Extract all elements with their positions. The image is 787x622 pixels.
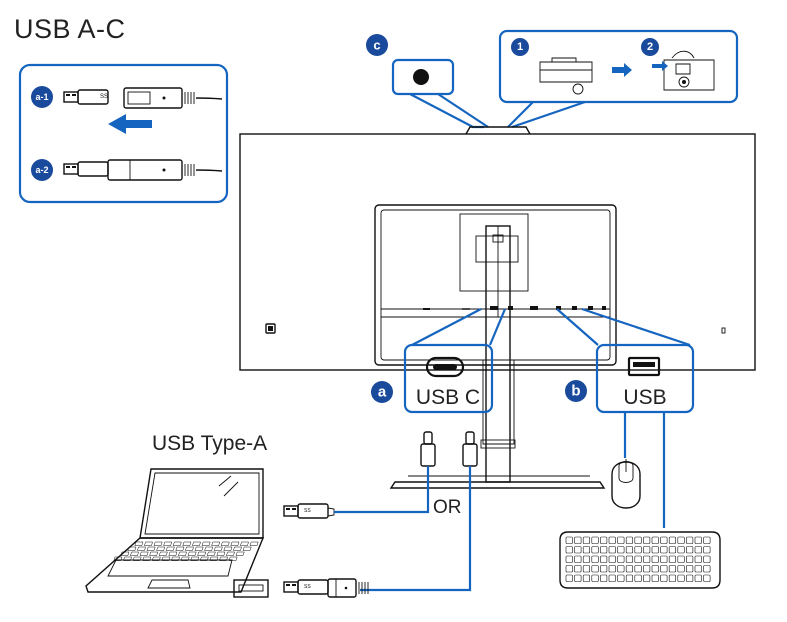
usb-a-socket-adapter: SS — [233, 578, 369, 598]
or-label: OR — [433, 497, 462, 518]
insert-arrow-icon — [108, 114, 152, 134]
webcam-steps-panel — [498, 29, 739, 104]
webcam-step2-badge-text: 2 — [647, 41, 653, 53]
step-a2-group: a-2 — [31, 159, 223, 181]
stand-base — [389, 481, 606, 489]
usb-plug-connected-icon — [63, 159, 223, 181]
usb-c-adapter-icon — [123, 87, 223, 109]
port-a-callout: a USB C — [371, 308, 507, 414]
port-b-badge-text: b — [571, 383, 580, 400]
step-a1-group: a-1 SS — [31, 86, 223, 134]
vesa-mount — [459, 213, 529, 292]
port-a-label: USB C — [416, 386, 480, 409]
step-a1-badge — [31, 86, 53, 108]
monitor-frame — [239, 133, 756, 371]
port-a-badge — [371, 381, 393, 403]
step-a1-badge-text: a-1 — [35, 92, 48, 102]
usb-a-port-icon — [627, 356, 661, 377]
webcam-step1-badge-text: 1 — [517, 41, 523, 53]
usb-c-port-icon — [425, 356, 465, 378]
webcam-open-icon — [652, 50, 715, 91]
usb-b-devices — [559, 412, 721, 589]
mouse-icon — [611, 459, 641, 509]
usb-plug-icon: SS — [63, 89, 109, 105]
port-b-label: USB — [623, 386, 666, 409]
keyboard-icon — [559, 531, 721, 589]
port-b-callout: b USB — [556, 307, 695, 414]
usb-a-plug-top-icon: SS — [283, 503, 414, 519]
page-title: USB A-C — [14, 14, 126, 44]
plug-mark: SS — [100, 94, 108, 100]
webcam-step2-badge — [641, 38, 659, 56]
rear-panel — [374, 204, 617, 366]
webcam-panel: c 1 2 — [366, 29, 739, 129]
svg-text:SS: SS — [304, 508, 311, 514]
port-b-badge — [565, 380, 587, 402]
usb-c-cables — [360, 431, 478, 592]
usb-c-callout-box — [403, 343, 494, 414]
step-a2-badge — [31, 159, 53, 181]
webcam-badge-text: c — [373, 38, 380, 53]
webcam-lens-panel — [391, 58, 455, 96]
svg-text:SS: SS — [304, 584, 311, 590]
power-led-icon — [265, 323, 276, 334]
webcam-badge — [366, 34, 388, 56]
usb-a-callout-box — [595, 343, 695, 414]
monitor — [239, 126, 756, 489]
step-a2-badge-text: a-2 — [35, 165, 48, 175]
step-arrow-icon — [612, 63, 632, 77]
webcam-housing — [465, 126, 531, 135]
webcam-step1-badge — [511, 38, 529, 56]
port-a-badge-text: a — [378, 384, 387, 401]
adapter-panel-frame — [18, 63, 229, 204]
adapter-panel: a-1 SS a-2 — [18, 63, 229, 204]
webcam-closed-icon — [539, 57, 593, 95]
laptop-label: USB Type-A — [152, 432, 267, 455]
laptop-icon — [85, 468, 265, 593]
webcam-icon — [413, 69, 429, 85]
